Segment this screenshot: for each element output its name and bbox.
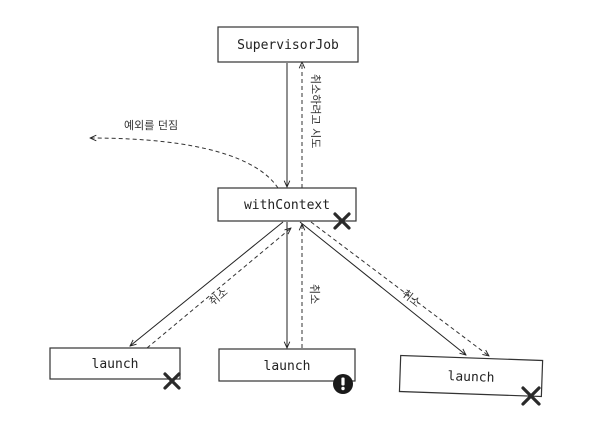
edge-label-cancel-middle: 취소 <box>308 284 321 304</box>
node-launch-left-label: launch <box>92 357 139 372</box>
edge-cancel-launch-right <box>310 221 489 356</box>
node-launch-left: launch <box>49 347 181 380</box>
edge-label-attempt-cancel: 취소하려고 시도 <box>309 74 323 148</box>
edge-withcontext-to-launch-right <box>299 221 466 355</box>
node-launch-middle-label: launch <box>264 359 311 374</box>
exception-icon <box>333 374 353 394</box>
edge-withcontext-to-launch-left <box>130 221 284 346</box>
node-with-context: withContext <box>217 187 357 222</box>
node-launch-right: launch <box>398 354 544 398</box>
cancelled-x-icon <box>333 212 351 230</box>
node-launch-middle: launch <box>218 348 356 382</box>
cancelled-x-icon <box>163 372 181 390</box>
edge-label-cancel-left: 취소 <box>207 285 231 308</box>
node-supervisor-job-label: SupervisorJob <box>237 38 339 53</box>
cancelled-x-icon <box>521 386 541 406</box>
node-launch-right-label: launch <box>447 369 494 386</box>
node-with-context-label: withContext <box>244 198 330 213</box>
node-supervisor-job: SupervisorJob <box>217 26 359 63</box>
edge-label-throws-exception: 예외를 던짐 <box>124 119 178 132</box>
edge-throws-exception <box>90 138 279 189</box>
edge-launch-left-to-withcontext <box>146 228 291 349</box>
